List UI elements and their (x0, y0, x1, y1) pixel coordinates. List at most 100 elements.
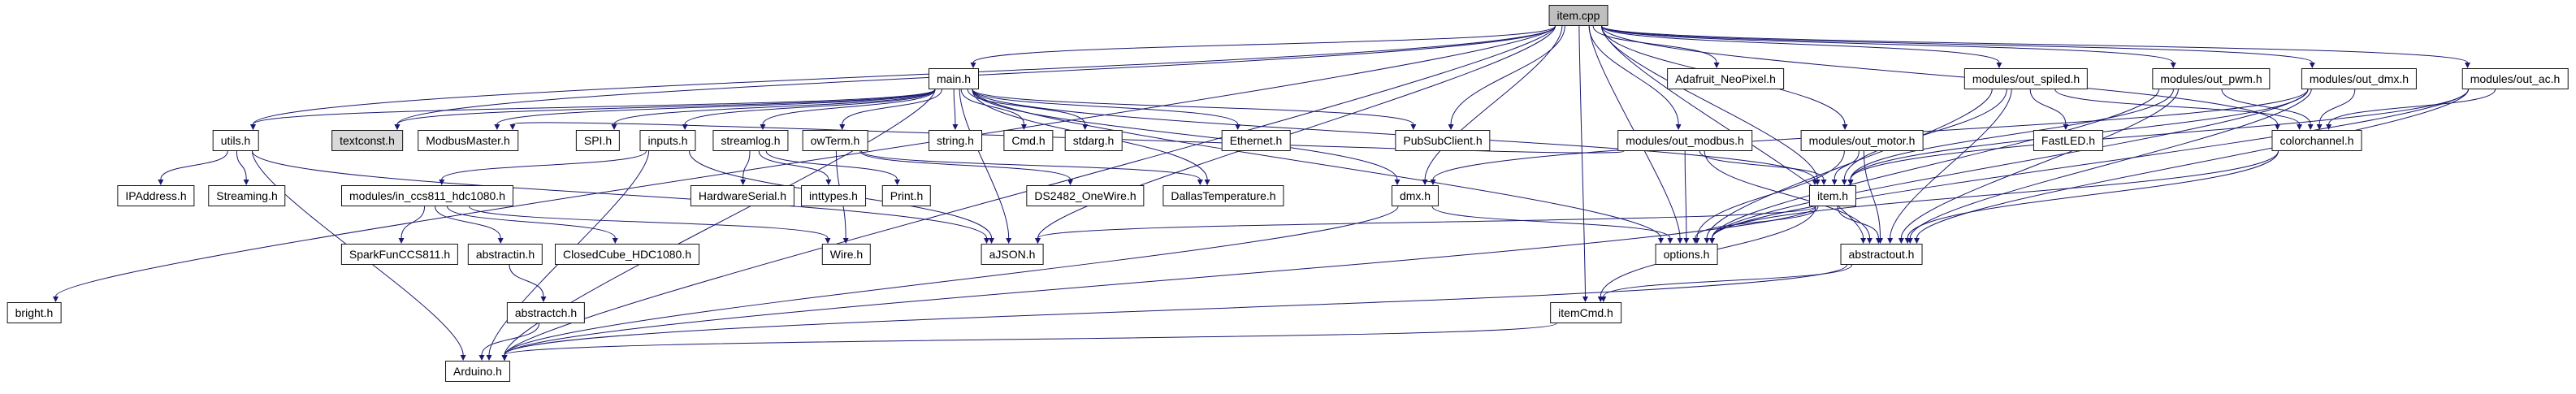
node-utils-h[interactable]: utils.h (212, 130, 259, 151)
node-bright-h[interactable]: bright.h (6, 302, 62, 323)
edge-utils.h-to-aJSON.h (252, 150, 987, 239)
node-item-h[interactable]: item.h (1808, 185, 1857, 206)
edge-modules/out_dmx.h-to-options.h (1712, 89, 2309, 239)
node-abstractin-h[interactable]: abstractin.h (467, 244, 543, 265)
edge-itemCmd.h-to-Arduino.h (504, 323, 1557, 356)
node-ipaddress-h[interactable]: IPAddress.h (117, 185, 195, 206)
node-abstractout-h[interactable]: abstractout.h (1840, 244, 1923, 265)
node-spi-h[interactable]: SPI.h (575, 130, 621, 151)
edge-owTerm.h-to-DallasTemperature.h (861, 150, 1201, 180)
edge-main.h-to-string.h (953, 89, 956, 125)
edge-main.h-to-ModbusMaster.h (496, 89, 936, 125)
edge-abstractout.h-to-itemCmd.h (1603, 264, 1853, 297)
edge-streamlog.h-to-HardwareSerial.h (742, 150, 751, 180)
edge-main.h-to-Arduino.h (504, 89, 936, 356)
edge-modules/out_ac.h-to-abstractout.h (1916, 89, 2469, 239)
node-pubsubclient-h[interactable]: PubSubClient.h (1395, 130, 1491, 151)
edge-main.h-to-SPI.h (613, 89, 936, 125)
node-modules-in-ccs811-hdc1080-h[interactable]: modules/in_ccs811_hdc1080.h (341, 185, 513, 206)
arrowhead-icon (989, 238, 995, 244)
node-modules-out-spiled-h[interactable]: modules/out_spiled.h (1963, 68, 2089, 89)
edge-main.h-to-dmx.h (972, 89, 1398, 180)
node-inttypes-h[interactable]: inttypes.h (801, 185, 866, 206)
arrowhead-icon (1704, 238, 1710, 244)
arrowhead-icon (682, 124, 688, 130)
arrowhead-icon (1667, 238, 1673, 244)
arrowhead-icon (2275, 124, 2280, 130)
edge-item.cpp-to-modules/out_ac.h (1601, 25, 2468, 63)
node-itemcmd-h[interactable]: itemCmd.h (1550, 302, 1621, 323)
node-modules-out-ac-h[interactable]: modules/out_ac.h (2461, 68, 2569, 89)
edge-modules/out_pwm.h-to-abstractout.h (1900, 89, 2179, 239)
node-dallastemperature-h[interactable]: DallasTemperature.h (1162, 185, 1284, 206)
node-modules-out-modbus-h[interactable]: modules/out_modbus.h (1617, 130, 1752, 151)
node-modules-out-motor-h[interactable]: modules/out_motor.h (1800, 130, 1924, 151)
node-textconst-h[interactable]: textconst.h (331, 130, 403, 151)
arrowhead-icon (1842, 124, 1848, 130)
edge-item.cpp-to-utils.h (253, 25, 1556, 125)
arrowhead-icon (1197, 180, 1203, 185)
edge-inputs.h-to-modules/in_ccs811_hdc1080.h (441, 150, 647, 180)
node-arduino-h[interactable]: Arduino.h (445, 361, 510, 382)
arrowhead-icon (398, 238, 405, 244)
node-adafruit-neopixel-h[interactable]: Adafruit_NeoPixel.h (1667, 68, 1784, 89)
node-main-h[interactable]: main.h (928, 68, 980, 89)
node-wire-h[interactable]: Wire.h (821, 244, 872, 265)
edge-streamlog.h-to-inttypes.h (758, 150, 829, 180)
edge-colorchannel.h-to-abstractout.h (1907, 150, 2279, 239)
node-streamlog-h[interactable]: streamlog.h (712, 130, 789, 151)
arrowhead-icon (1860, 238, 1867, 244)
node-owterm-h[interactable]: owTerm.h (802, 130, 868, 151)
node-inputs-h[interactable]: inputs.h (639, 130, 696, 151)
arrowhead-icon (839, 124, 846, 130)
node-streaming-h[interactable]: Streaming.h (208, 185, 286, 206)
edge-modules/in_ccs811_hdc1080.h-to-ClosedCube_HDC1080.h (447, 206, 616, 239)
node-sparkfunccs811-h[interactable]: SparkFunCCS811.h (340, 244, 459, 265)
node-cmd-h[interactable]: Cmd.h (1003, 130, 1054, 151)
node-ajson-h[interactable]: aJSON.h (981, 244, 1044, 265)
arrowhead-icon (1694, 238, 1700, 244)
arrowhead-icon (243, 180, 249, 185)
arrowhead-icon (970, 63, 976, 68)
node-hardwareserial-h[interactable]: HardwareSerial.h (690, 185, 795, 206)
arrowhead-icon (984, 238, 989, 244)
node-closedcube-hdc1080-h[interactable]: ClosedCube_HDC1080.h (555, 244, 699, 265)
edge-modules/out_ac.h-to-options.h (1712, 89, 2469, 239)
node-modules-out-pwm-h[interactable]: modules/out_pwm.h (2152, 68, 2271, 89)
node-options-h[interactable]: options.h (1655, 244, 1718, 265)
node-modules-out-dmx-h[interactable]: modules/out_dmx.h (2301, 68, 2418, 89)
edge-modules/out_spiled.h-to-colorchannel.h (2054, 89, 2301, 125)
node-abstractch-h[interactable]: abstractch.h (506, 302, 586, 323)
arrowhead-icon (494, 124, 500, 130)
node-stdarg-h[interactable]: stdarg.h (1064, 130, 1123, 151)
edge-item.h-to-aJSON.h (1037, 206, 1816, 239)
edge-colorchannel.h-to-options.h (1712, 150, 2279, 239)
node-print-h[interactable]: Print.h (881, 185, 932, 206)
node-ds2482-onewire-h[interactable]: DS2482_OneWire.h (1026, 185, 1145, 206)
arrowhead-icon (497, 238, 504, 244)
arrowhead-icon (158, 180, 164, 185)
arrowhead-icon (1582, 297, 1588, 302)
arrowhead-icon (1904, 238, 1911, 244)
node-ethernet-h[interactable]: Ethernet.h (1221, 130, 1291, 151)
arrowhead-icon (611, 124, 617, 130)
node-fastled-h[interactable]: FastLED.h (2033, 130, 2104, 151)
arrowhead-icon (1430, 180, 1436, 185)
edge-item.cpp-to-item.h (1601, 25, 1818, 180)
edge-modules/out_spiled.h-to-item.h (1843, 89, 2007, 180)
edge-main.h-to-stdarg.h (967, 89, 1086, 125)
node-string-h[interactable]: string.h (929, 130, 982, 151)
node-modbusmaster-h[interactable]: ModbusMaster.h (418, 130, 518, 151)
arrowhead-icon (894, 180, 900, 185)
node-dmx-h[interactable]: dmx.h (1391, 185, 1440, 206)
node-colorchannel-h[interactable]: colorchannel.h (2271, 130, 2362, 151)
arrowhead-icon (1683, 238, 1690, 244)
edge-item.cpp-to-PubSubClient.h (1450, 25, 1565, 125)
node-item-cpp[interactable]: item.cpp (1548, 5, 1608, 26)
arrowhead-icon (1709, 238, 1715, 244)
arrowhead-icon (1866, 238, 1872, 244)
arrowhead-icon (2316, 124, 2323, 130)
arrowhead-icon (740, 180, 747, 185)
arrowhead-icon (1887, 238, 1894, 244)
